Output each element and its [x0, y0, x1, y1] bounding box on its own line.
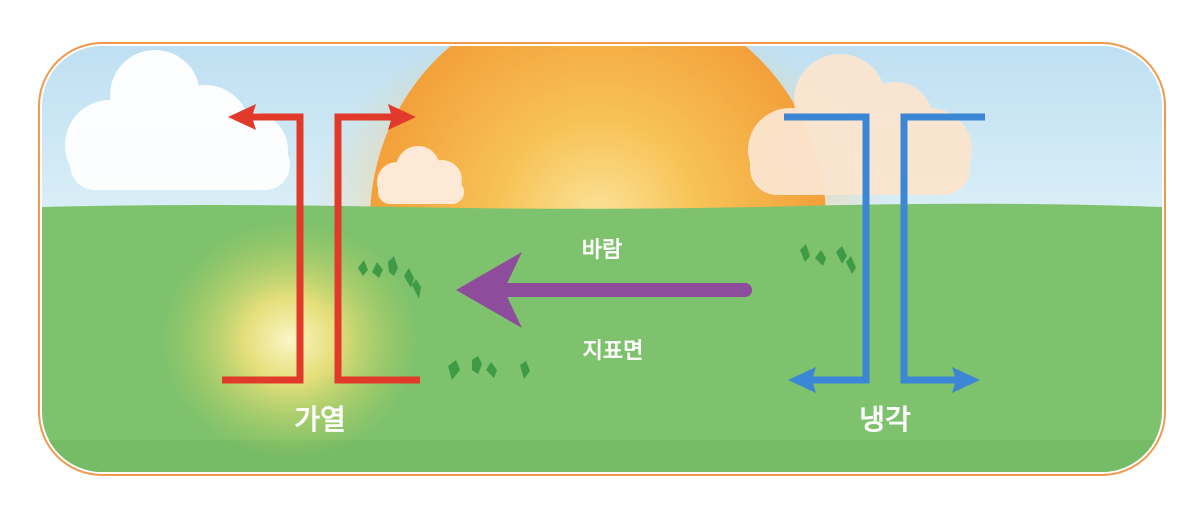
- heating-arrowheads: [228, 104, 416, 130]
- cloud-center: [377, 146, 464, 204]
- heating-updraft-arrow: [222, 113, 420, 384]
- cooling-label: 냉각: [859, 403, 911, 436]
- cloud-left: [65, 50, 290, 190]
- heating-label: 가열: [294, 403, 346, 436]
- surface-label: 지표면: [582, 339, 644, 364]
- grass-tufts: [358, 244, 856, 380]
- wind-arrow: [456, 252, 752, 328]
- heating-glow: [160, 220, 420, 460]
- cooling-arrowheads: [788, 367, 980, 393]
- cooling-downdraft-arrow: [784, 113, 985, 384]
- cloud-right: [748, 54, 972, 195]
- wind-label: 바람: [581, 238, 623, 263]
